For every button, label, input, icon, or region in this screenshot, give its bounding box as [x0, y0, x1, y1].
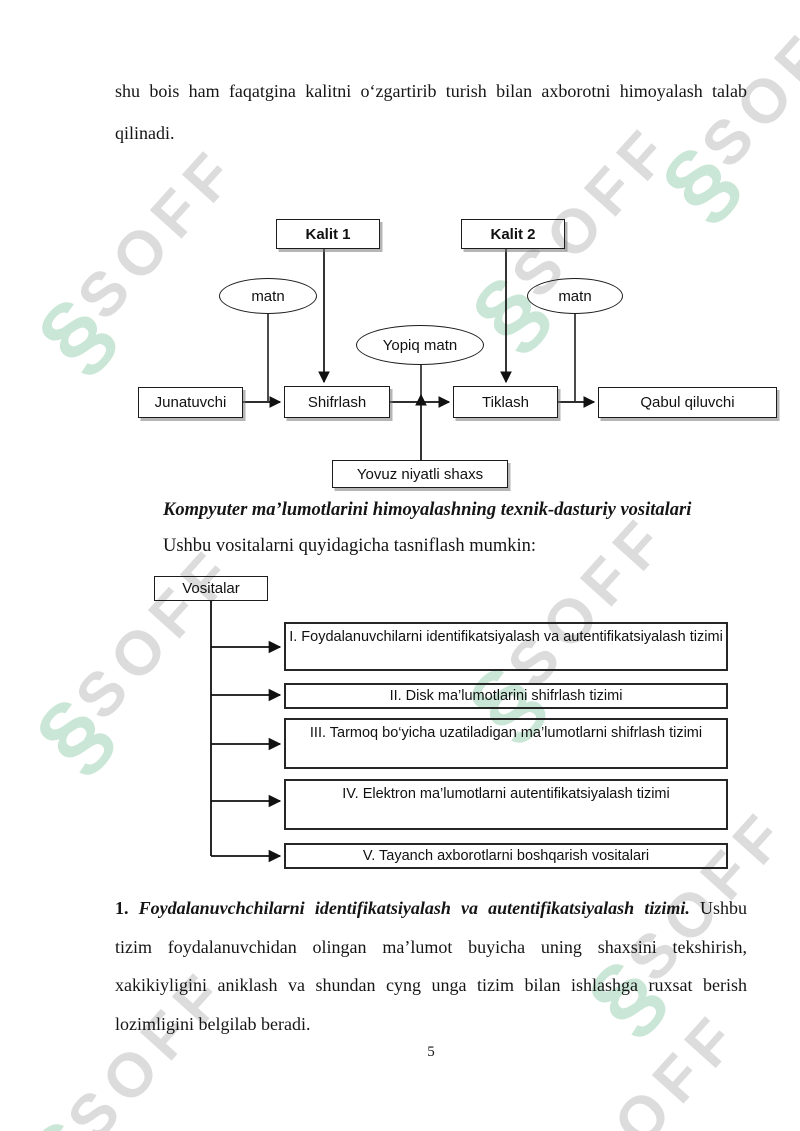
- ellipse-matn-left: matn: [219, 278, 317, 314]
- section-intro: Ushbu vositalarni quyidagicha tasniflash…: [163, 536, 537, 556]
- box-item-3: III. Tarmoq bo‘yicha uzatiladigan ma’lum…: [284, 718, 728, 769]
- body-paragraph: 1. Foydalanuvchchilarni identifikatsiyal…: [115, 889, 747, 1043]
- paragraph-line: shu bois ham faqatgina kalitni o‘zgartir…: [115, 81, 747, 101]
- box-item-4: IV. Elektron ma’lumotlarni autentifikats…: [284, 779, 728, 830]
- paragraph-line: xakikiyligini aniklash va shundan cyng u…: [115, 975, 747, 995]
- box-item-1: I. Foydalanuvchilarni identifikatsiyalas…: [284, 622, 728, 671]
- page-number: 5: [427, 1044, 435, 1060]
- box-kalit-2: Kalit 2: [461, 219, 565, 249]
- box-shifrlash: Shifrlash: [284, 386, 390, 418]
- paragraph-line: 1. Foydalanuvchchilarni identifikatsiyal…: [115, 889, 747, 928]
- box-vositalar: Vositalar: [154, 576, 268, 601]
- box-item-2: II. Disk ma’lumotlarini shifrlash tizimi: [284, 683, 728, 709]
- ellipse-matn-right: matn: [527, 278, 623, 314]
- paragraph-line: tizim foydalanuvchidan olingan ma’lumot …: [115, 936, 747, 957]
- box-qabul-qiluvchi: Qabul qiluvchi: [598, 387, 777, 418]
- box-yovuz-niyatli-shaxs: Yovuz niyatli shaxs: [332, 460, 508, 488]
- box-kalit-1: Kalit 1: [276, 219, 380, 249]
- intro-paragraph: shu bois ham faqatgina kalitni o‘zgartir…: [115, 70, 747, 154]
- section-heading-block: Kompyuter ma’lumotlarini himoyalashning …: [115, 492, 747, 564]
- list-number: 1.: [115, 898, 139, 918]
- paragraph-line: lozimligini belgilab beradi.: [115, 1013, 311, 1034]
- section-heading: Kompyuter ma’lumotlarini himoyalashning …: [163, 500, 692, 520]
- box-tiklash: Tiklash: [453, 386, 558, 418]
- item-title: Foydalanuvchchilarni identifikatsiyalash…: [138, 898, 690, 918]
- box-junatuvchi: Junatuvchi: [138, 387, 243, 418]
- box-item-5: V. Tayanch axborotlarni boshqarish vosit…: [284, 843, 728, 869]
- paragraph-line: qilinadi.: [115, 123, 175, 143]
- ellipse-yopiq-matn: Yopiq matn: [356, 325, 484, 365]
- paragraph-text: Ushbu: [689, 898, 747, 918]
